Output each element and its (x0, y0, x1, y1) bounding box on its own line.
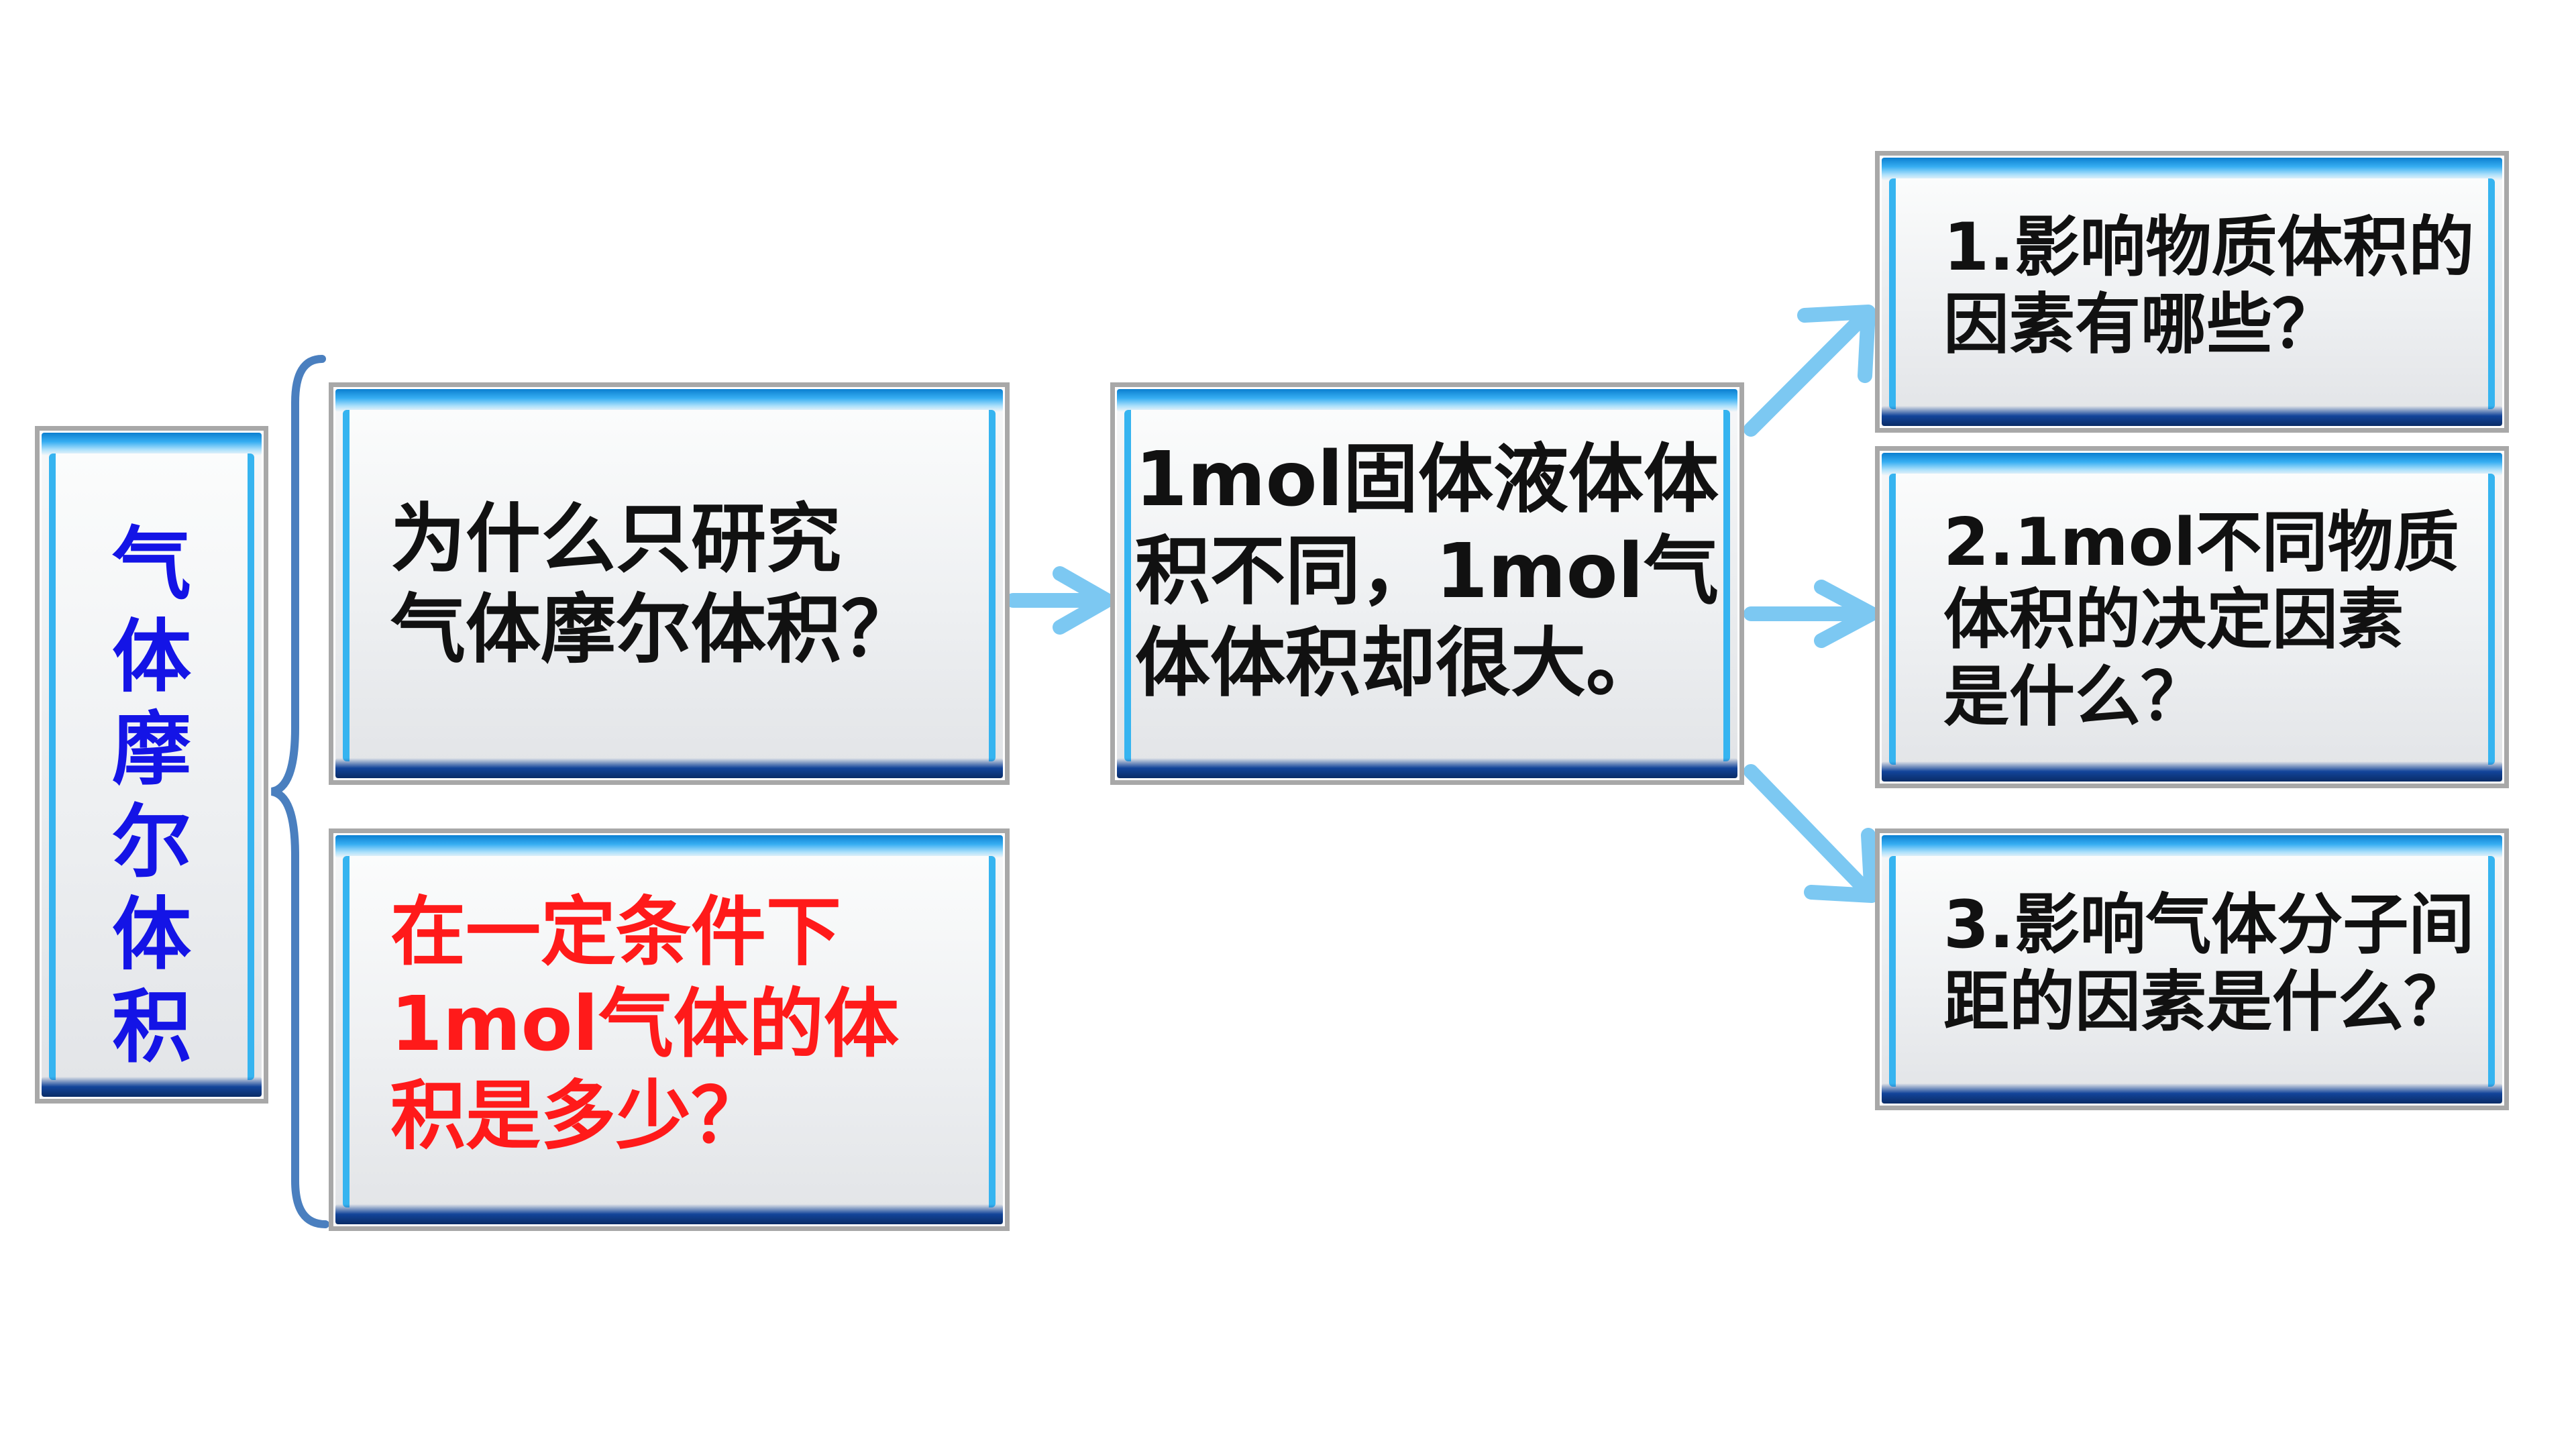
factor-text-1: 1.影响物质体积的 因素有哪些？ (1943, 209, 2474, 364)
arrow-icon (1743, 764, 1879, 903)
brace-icon (270, 355, 329, 1228)
text-line: 在一定条件下 (390, 889, 841, 976)
title-box-inner (49, 453, 254, 1080)
text-line: 是什么？ (1943, 659, 2207, 735)
title-box: 气 体 摩 尔 体 积 (35, 426, 268, 1104)
factor-box-1: 1.影响物质体积的 因素有哪些？ (1875, 151, 2509, 433)
title-char: 体 (111, 610, 191, 703)
arrow-icon (1006, 566, 1114, 635)
title-char: 体 (111, 888, 191, 981)
text-line: 体积的决定因素 (1943, 582, 2404, 658)
why-gas-question-box: 为什么只研究 气体摩尔体积？ (329, 382, 1010, 785)
title-char: 气 (111, 518, 191, 610)
factor-text-2: 2.1mol不同物质 体积的决定因素 是什么？ (1943, 504, 2459, 736)
text-line: 体体积却很大。 (1135, 620, 1661, 707)
factor-box-2: 2.1mol不同物质 体积的决定因素 是什么？ (1875, 446, 2509, 788)
box-inner (1889, 856, 2495, 1087)
text-line: 积是多少？ (390, 1073, 766, 1160)
title-text: 气 体 摩 尔 体 积 (40, 518, 264, 1073)
molar-volume-question-text: 在一定条件下 1mol气体的体 积是多少？ (390, 887, 899, 1163)
observation-text: 1mol固体液体体 积不同，1mol气 体体积却很大。 (1135, 434, 1719, 710)
factor-box-3: 3.影响气体分子间 距的因素是什么？ (1875, 828, 2509, 1110)
text-line: 距的因素是什么？ (1943, 964, 2470, 1040)
box-inner (343, 856, 996, 1208)
factor-text-3: 3.影响气体分子间 距的因素是什么？ (1943, 887, 2474, 1041)
text-line: 因素有哪些？ (1943, 286, 2339, 363)
molar-volume-question-box: 在一定条件下 1mol气体的体 积是多少？ (329, 828, 1010, 1231)
why-gas-question-text: 为什么只研究 气体摩尔体积？ (390, 494, 916, 676)
title-char: 积 (111, 981, 191, 1073)
box-inner (1124, 410, 1730, 761)
text-line: 积不同，1mol气 (1135, 528, 1719, 615)
text-line: 气体摩尔体积？ (390, 586, 916, 674)
title-char: 尔 (111, 796, 191, 888)
text-line: 1mol气体的体 (390, 981, 899, 1068)
text-line: 1.影响物质体积的 (1943, 209, 2475, 286)
text-line: 2.1mol不同物质 (1943, 504, 2459, 581)
box-inner (343, 410, 996, 761)
arrow-icon (1743, 580, 1879, 648)
text-line: 为什么只研究 (390, 496, 841, 583)
box-inner (1889, 178, 2495, 409)
arrow-icon (1743, 305, 1876, 437)
text-line: 1mol固体液体体 (1135, 436, 1719, 523)
title-char: 摩 (111, 703, 191, 796)
observation-box: 1mol固体液体体 积不同，1mol气 体体积却很大。 (1110, 382, 1744, 785)
box-inner (1889, 474, 2495, 765)
text-line: 3.影响气体分子间 (1943, 887, 2475, 963)
